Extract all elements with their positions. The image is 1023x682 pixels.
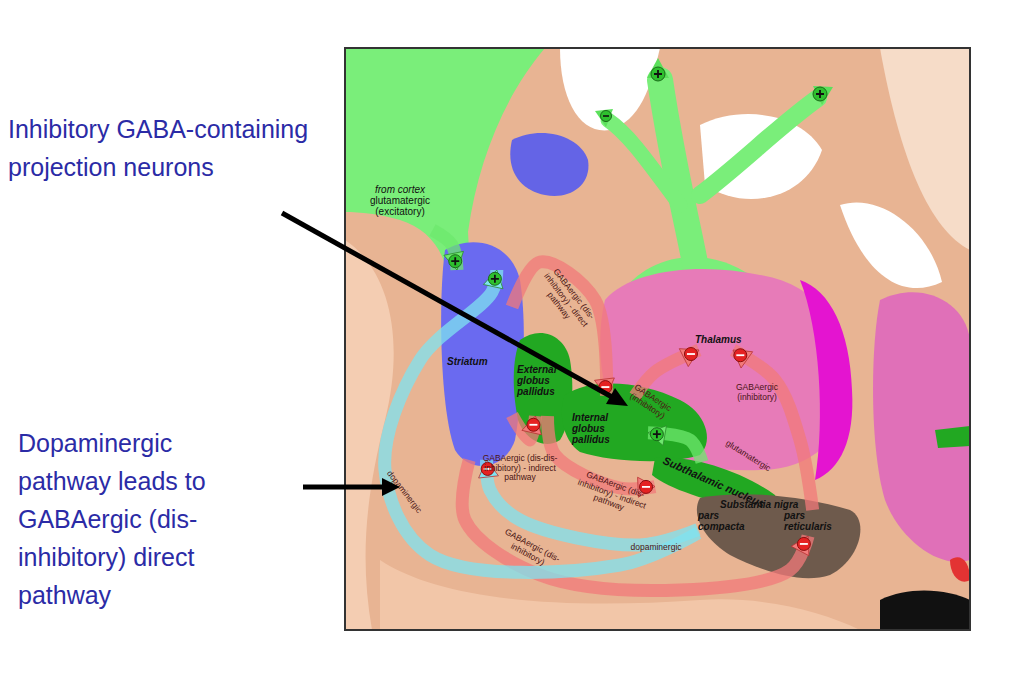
pathway-band [648, 433, 702, 462]
arrow-head [679, 348, 699, 367]
striatum-region [441, 242, 524, 466]
arrow-head [733, 349, 753, 368]
arrow-head [791, 536, 810, 556]
edge-label: dopaminergic [621, 543, 691, 553]
arrow-head [522, 416, 542, 435]
tissue-region [880, 591, 970, 630]
striatum-nucleus: Striatum [440, 270, 512, 460]
ventricle-region [840, 202, 942, 288]
arrow-head [648, 426, 666, 446]
frame [345, 48, 970, 630]
arrow-head [813, 86, 833, 105]
globus-pallidus-external: External globus pallidus [514, 358, 570, 416]
globus-pallidus-region [514, 333, 573, 444]
inhibitory-symbol [603, 115, 609, 117]
arrow-head [733, 350, 753, 368]
inhibitory-symbol [736, 354, 744, 356]
edge-label: GABAergic (dis-inhibitory) [490, 523, 570, 577]
inhibitory-symbol [527, 418, 540, 431]
background-tissue [345, 48, 970, 630]
tissue-region [935, 426, 970, 448]
thalamocortical-projection [608, 120, 680, 205]
thalamus-nucleus: Thalamus [688, 330, 750, 350]
pars-compacta: pars compacta [698, 510, 746, 536]
excitatory-symbol [451, 257, 459, 265]
arrow-head [522, 416, 542, 435]
edge-label: GABAergic (dis-inhibitory) - indirect pa… [570, 467, 655, 521]
excitatory-symbol [653, 430, 661, 438]
thalamus-region [873, 292, 970, 562]
arrow-head [594, 378, 614, 396]
callout-text: Inhibitory GABA-containing projection ne… [8, 110, 313, 186]
arrow-head [444, 251, 464, 270]
cortex-projection [345, 48, 545, 268]
thalamocortical-projection [700, 98, 818, 195]
arrow-head [595, 109, 613, 127]
arrow-head [679, 349, 699, 367]
substantia-nigra: Substantia nigrapars compacta pars reticu… [692, 497, 852, 539]
node-label: glutamatergic (excitatory) [358, 195, 442, 217]
excitatory-symbol [813, 87, 827, 101]
ventricle-region [560, 48, 660, 130]
node-label: Striatum [447, 356, 507, 367]
edge-label: GABAergic (inhibitory) [727, 383, 787, 402]
inhibitory-symbol [684, 348, 697, 361]
edge-label: GABAergic (dis-inhibitory) - direct path… [530, 260, 602, 341]
leader-line [303, 485, 386, 490]
arrow-head [791, 536, 809, 556]
substantia-nigra-region [697, 494, 861, 578]
arrow-head [483, 270, 503, 289]
arrow-head [594, 378, 614, 396]
node-label: External globus pallidus [517, 364, 569, 397]
pathway-band [512, 415, 535, 440]
node-label: Thalamus [695, 334, 750, 345]
inhibitory-symbol [687, 353, 695, 355]
node-label: pars compacta [698, 510, 746, 532]
caudate-region [510, 133, 588, 196]
inhibitory-symbol [599, 381, 612, 394]
excitatory-symbol [651, 67, 665, 81]
pathway-band [385, 270, 698, 572]
inhibitory-symbol [797, 537, 810, 550]
arrow-head [483, 270, 503, 289]
thalamus-region [800, 280, 852, 480]
pathway-band [733, 350, 813, 510]
inhibitory-symbol [529, 424, 537, 426]
excitatory-symbol [654, 70, 662, 78]
node-label: pars reticularis [784, 510, 844, 532]
excitatory-symbol [650, 428, 663, 441]
edge-label: dopaminergic [379, 461, 430, 522]
arrow-head [444, 251, 464, 270]
tissue-region [950, 557, 970, 581]
leader-arrow-head [606, 388, 628, 406]
excitatory-symbol [449, 255, 462, 268]
inhibitory-symbol [601, 111, 612, 122]
inhibitory-symbol [642, 486, 650, 488]
edge-label: GABAergic (inhibitory) [620, 378, 681, 427]
inhibitory-symbol [601, 386, 609, 388]
node-label: from cortex [358, 184, 442, 195]
inhibitory-symbol [734, 349, 747, 362]
leader-arrow-head [382, 478, 400, 496]
callout-text: Dopaminergic pathway leads to GABAergic … [18, 424, 258, 614]
excitatory-symbol [488, 272, 501, 285]
pars-reticularis: pars reticularis [784, 510, 846, 536]
edge-label: GABAergic (dis-dis-inhibitory) - indirec… [470, 454, 570, 483]
excitatory-symbol [816, 90, 824, 98]
edge-label: glutamatergic [716, 433, 780, 478]
excitatory-symbol [491, 275, 499, 283]
cortex-source: from cortexglutamatergic (excitatory) [358, 180, 442, 230]
leader-line [282, 213, 612, 397]
node-label: Internal globus pallidus [572, 412, 627, 445]
node-label: Substantia nigra [720, 499, 840, 510]
inhibitory-symbol [800, 543, 808, 545]
arrow-head [648, 426, 666, 446]
pathway-band [433, 230, 458, 270]
